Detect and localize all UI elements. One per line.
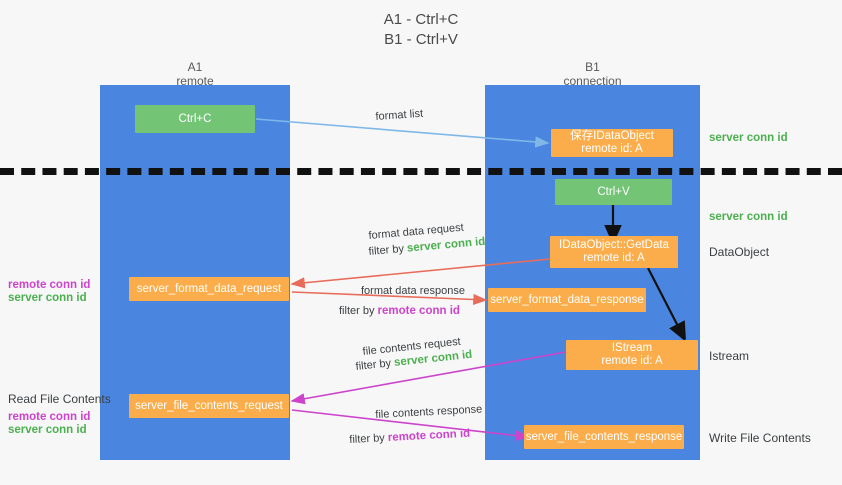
- edge-label-format-data-response: format data response: [361, 285, 465, 297]
- column-header-b1: B1 connection: [563, 60, 622, 88]
- box-idataobject-getdata[interactable]: IDataObject::GetData remote id: A: [550, 236, 678, 268]
- filter-value-remote-conn-id: remote conn id: [387, 427, 471, 444]
- edge-label-format-data-response-filter: filter by remote conn id: [339, 304, 460, 318]
- right-label-dataobject: DataObject: [709, 245, 770, 259]
- left-label-server-conn-id-mid: server conn id: [8, 292, 87, 304]
- filter-prefix: filter by: [368, 242, 408, 258]
- edge-label-file-contents-response: file contents response: [375, 403, 483, 421]
- box-ctrl-v[interactable]: Ctrl+V: [555, 179, 672, 205]
- filter-prefix: filter by: [355, 356, 395, 373]
- edge-label-format-list: format list: [375, 107, 424, 123]
- filter-prefix: filter by: [349, 431, 389, 446]
- left-label-remote-conn-id-mid: remote conn id: [8, 279, 91, 291]
- box-store-idataobject[interactable]: 保存IDataObject remote id: A: [551, 129, 673, 157]
- edge-label-file-contents-response-filter: filter by remote conn id: [349, 427, 471, 447]
- diagram-title: A1 - Ctrl+C B1 - Ctrl+V: [383, 11, 459, 48]
- column-header-a1: A1 remote: [176, 60, 214, 88]
- box-server-format-data-request[interactable]: server_format_data_request: [129, 277, 289, 301]
- right-label-server-conn-id-mid: server conn id: [709, 211, 788, 223]
- box-server-file-contents-response[interactable]: server_file_contents_response: [524, 425, 684, 449]
- dashed-divider: [0, 168, 842, 175]
- box-ctrl-c[interactable]: Ctrl+C: [135, 105, 255, 133]
- box-server-format-data-response[interactable]: server_format_data_response: [488, 288, 646, 312]
- left-label-remote-conn-id-low: remote conn id: [8, 411, 91, 423]
- left-label-server-conn-id-low: server conn id: [8, 424, 87, 436]
- filter-prefix: filter by: [339, 305, 378, 317]
- right-label-server-conn-id-top: server conn id: [709, 132, 788, 144]
- box-server-file-contents-request[interactable]: server_file_contents_request: [129, 394, 289, 418]
- filter-value-remote-conn-id: remote conn id: [377, 305, 460, 317]
- box-istream[interactable]: IStream remote id: A: [566, 340, 698, 370]
- right-label-write-file-contents: Write File Contents: [709, 431, 811, 445]
- right-label-istream: Istream: [709, 349, 750, 363]
- left-label-read-file-contents: Read File Contents: [8, 392, 111, 406]
